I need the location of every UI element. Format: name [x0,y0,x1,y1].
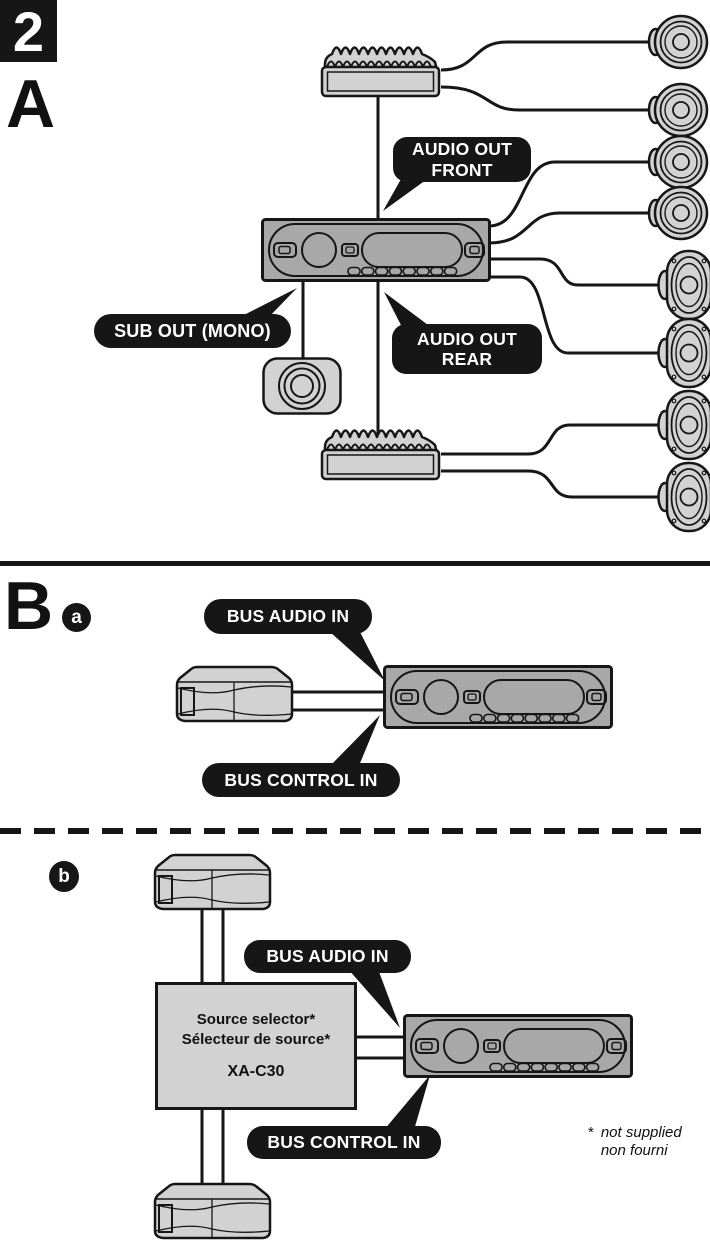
round-speaker-3 [647,134,709,190]
footnote-not-supplied: * not supplied non fourni [588,1124,682,1160]
wire-headunit-speaker3 [488,160,650,228]
head-unit-b-a [383,665,613,729]
round-speaker-2 [647,82,709,138]
variant-a-badge: a [62,603,91,632]
callout-line: AUDIO OUT [417,328,517,349]
bus-control-in-a-tail [328,715,380,768]
callout-line: SUB OUT (MONO) [114,320,271,341]
sub-out-tail [234,288,297,320]
section-b-a-wires [280,690,383,712]
round-speaker-4 [647,185,709,241]
source-selector-name-fr: Sélecteur de source* [181,1031,331,1048]
callout-line: BUS AUDIO IN [266,946,389,966]
head-unit-b-b [403,1014,633,1078]
wire-headunit-speaker4 [488,211,650,245]
round-speaker-1 [647,14,709,70]
section-a-label: A [6,66,56,142]
callout-line: REAR [441,349,493,369]
wire-front-amp-speaker2 [440,85,650,112]
callout-bus-audio-in-a: BUS AUDIO IN [204,599,372,634]
head-unit-a [261,218,491,282]
wire-rear-amp-speaker7 [441,423,660,456]
callout-tails-b-b [348,969,430,1130]
cd-changer-b-top [153,853,272,911]
callout-audio-out-rear: AUDIO OUT REAR [392,324,542,374]
callout-line: BUS CONTROL IN [267,1132,421,1152]
oval-speaker-8 [657,461,710,533]
footnote-marker: * [588,1124,594,1141]
callout-sub-out-mono: SUB OUT (MONO) [94,314,291,348]
wire-front-amp-speaker1 [440,40,650,72]
bus-control-in-b-tail [384,1075,430,1130]
callout-tails-b-a [328,632,385,768]
wire-headunit-speaker5 [489,257,660,287]
badge-letter: b [58,865,70,887]
callout-line: FRONT [431,159,493,180]
footnote-line-en: not supplied [600,1124,682,1141]
callout-line: BUS AUDIO IN [226,606,350,626]
callout-bus-control-in-a: BUS CONTROL IN [202,763,400,797]
oval-speaker-5 [657,249,710,321]
footnote-lines: not supplied non fourni [601,1124,682,1160]
cd-changer-b-bottom [153,1182,272,1240]
subwoofer [262,357,342,415]
audio-out-rear-tail [384,292,436,331]
section-b-label: B [4,568,54,644]
wire-headunit-speaker6 [489,275,660,355]
source-selector-model: XA-C30 [227,1063,285,1080]
callout-audio-out-front: AUDIO OUT FRONT [393,137,531,182]
source-selector-box: Source selector* Sélecteur de source* XA… [155,982,357,1110]
oval-speaker-7 [657,389,710,461]
step-number: 2 [12,0,45,63]
bus-audio-in-a-tail [330,632,385,681]
callout-bus-control-in-b: BUS CONTROL IN [247,1126,441,1159]
section-b-b-wires [200,910,403,1185]
cd-changer-a [175,665,294,723]
section-a-wires [301,40,660,499]
bus-audio-in-b-tail [348,969,400,1028]
variant-b-badge: b [49,861,79,892]
callout-line: AUDIO OUT [412,139,512,159]
front-power-amplifier [320,46,441,98]
callout-line: BUS CONTROL IN [224,769,378,790]
badge-letter: a [71,606,82,628]
step-number-badge: 2 [0,0,57,63]
oval-speaker-6 [657,317,710,389]
rear-power-amplifier [320,429,441,481]
source-selector-name-en: Source selector* [196,1011,316,1028]
footnote-line-fr: non fourni [600,1142,668,1159]
wire-rear-amp-speaker8 [441,469,660,499]
callout-bus-audio-in-b: BUS AUDIO IN [244,940,411,973]
